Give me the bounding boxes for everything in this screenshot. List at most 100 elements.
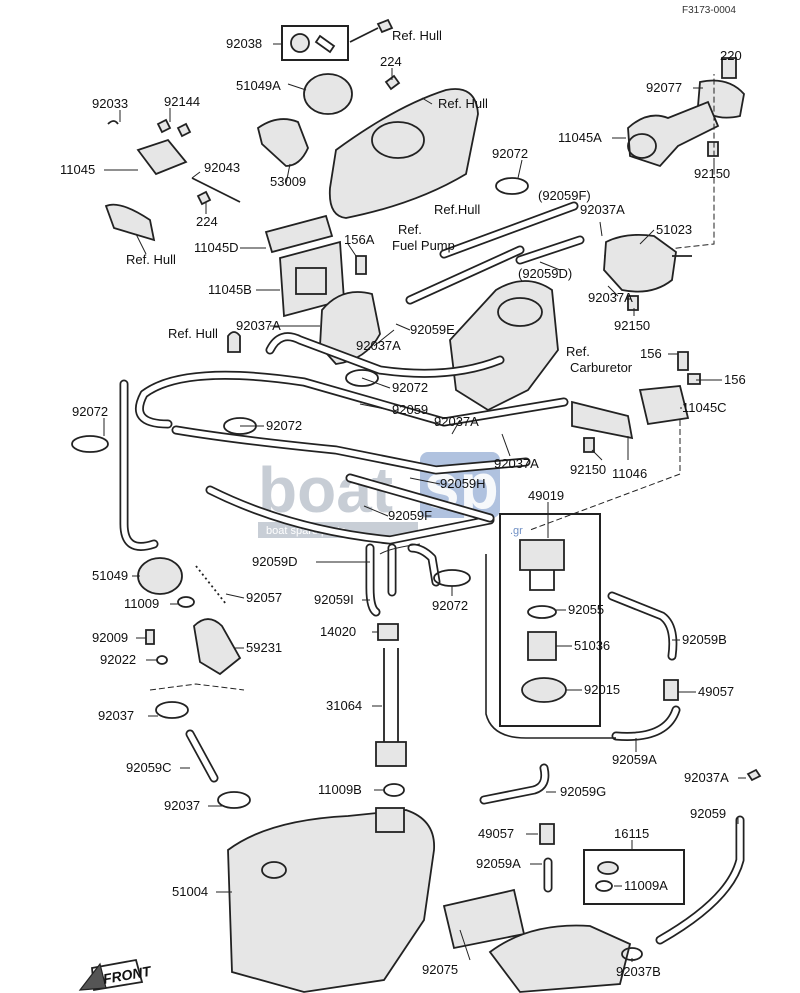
part-49019-head (519, 539, 565, 571)
part-49019-neck (529, 570, 555, 591)
leader-lines (103, 43, 746, 962)
part-92150-bolt-b (627, 295, 639, 311)
watermark-domain: .gr (510, 525, 523, 537)
label-53009: 53009 (270, 174, 306, 189)
part-59231-neck (193, 618, 242, 676)
label-156-a: 156 (640, 346, 662, 361)
label-92072-lower: 92072 (432, 598, 468, 613)
label-49057-b: 49057 (478, 826, 514, 841)
label-11045B: 11045B (208, 282, 252, 297)
label-49057-a: 49057 (698, 684, 734, 699)
label-51004: 51004 (172, 884, 208, 899)
part-92055-oring (527, 605, 557, 619)
part-92144-screw-b (176, 122, 192, 138)
part-11009-gasket (177, 596, 195, 608)
label-92055: 92055 (568, 602, 604, 617)
label-92037A-e: 92037A (434, 414, 479, 429)
part-92022-washer (156, 655, 168, 665)
hull-cowl (328, 88, 479, 219)
label-92150-b: 92150 (614, 318, 650, 333)
label-92059-center: 92059 (392, 402, 428, 417)
part-51023-pump (603, 233, 677, 293)
clamp-92072-d (495, 177, 529, 195)
part-16115-separator (488, 924, 632, 993)
part-11045B-window (295, 267, 327, 295)
label-92037A-b: 92037A (588, 290, 633, 305)
hull-cowl-opening (371, 121, 425, 159)
label-92072-center: 92072 (392, 380, 428, 395)
label-11045A: 11045A (558, 130, 602, 145)
part-11045D-gasket (264, 214, 334, 254)
label-92059F: 92059F (388, 508, 432, 523)
label-51049A: 51049A (236, 78, 281, 93)
part-11045C-bracket (638, 385, 690, 426)
hose-group-main (119, 201, 745, 945)
part-92057-chain (195, 565, 227, 605)
part-92038-clip (290, 33, 310, 53)
label-92037A-c: 92037A (236, 318, 281, 333)
label-11009A: 11009A (624, 878, 668, 893)
ref-hull-tank-top: Ref. Hull (438, 96, 488, 111)
part-224-screw-b (196, 190, 212, 206)
part-31064-float (375, 741, 407, 767)
carburetor-throat (497, 297, 543, 327)
label-11045C: 11045C (682, 400, 727, 415)
part-51004-cap-port (261, 861, 287, 879)
label-92059I: 92059I (314, 592, 354, 607)
label-92037A-f: 92037A (494, 456, 539, 471)
part-224-screw-top (384, 74, 401, 91)
label-92075: 92075 (422, 962, 458, 977)
label-59231: 59231 (246, 640, 282, 655)
label-31064: 31064 (326, 698, 362, 713)
part-51036-element (527, 631, 557, 661)
label-220: 220 (720, 48, 742, 63)
label-92059C: 92059C (126, 760, 172, 775)
label-92144: 92144 (164, 94, 200, 109)
label-11045: 11045 (60, 162, 95, 177)
label-224-top: 224 (380, 54, 402, 69)
label-51036: 51036 (574, 638, 610, 653)
part-49057-valve-b (539, 823, 555, 845)
part-92144-screw-a (156, 118, 172, 134)
part-51004-tank (227, 809, 435, 993)
label-92059F-paren: (92059F) (538, 188, 591, 203)
part-156A-bolt (355, 255, 367, 275)
figure-code: F3173-0004 (682, 5, 736, 16)
fuel-pump-ref (319, 291, 381, 365)
label-156A: 156A (344, 232, 375, 247)
ref-hull-left: Ref. Hull (126, 252, 176, 267)
label-49019: 49019 (528, 488, 564, 503)
dash-11045C-link (529, 420, 681, 531)
ref-fuel-pump-name: Fuel Pump (392, 238, 455, 253)
label-224-left: 224 (196, 214, 218, 229)
part-labels: 92038 51049A 224 53009 220 92077 11045A … (60, 36, 746, 979)
clamp-92037A-g (746, 768, 762, 782)
label-92037A-d: 92037A (356, 338, 401, 353)
label-92059A-a: 92059A (612, 752, 657, 767)
label-92037-a: 92037 (98, 708, 134, 723)
label-51049: 51049 (92, 568, 128, 583)
clamp-92037-b (217, 791, 251, 809)
label-92072-far-left: 92072 (72, 404, 108, 419)
label-92059D: 92059D (252, 554, 298, 569)
ref-fuel-pump-prefix: Ref. (398, 222, 422, 237)
part-11045A-elbow (627, 100, 720, 168)
part-16115-box (583, 849, 685, 905)
part-53009-bracket (256, 118, 309, 167)
label-11009: 11009 (124, 596, 159, 611)
label-92150-c: 92150 (570, 462, 606, 477)
part-92038-clip-b (314, 34, 336, 54)
clamp-92072-a (71, 435, 109, 453)
part-92009-screw (145, 629, 155, 645)
hose-92059B (607, 591, 678, 661)
lead-92038-ref (349, 27, 379, 43)
label-11046: 11046 (612, 466, 647, 481)
label-92059A-b: 92059A (476, 856, 521, 871)
part-14020-nut (377, 623, 399, 641)
part-16115-nut (597, 861, 619, 875)
label-92059D-paren: (92059D) (518, 266, 572, 281)
label-92038: 92038 (226, 36, 262, 51)
label-92057: 92057 (246, 590, 282, 605)
part-51004-neck (375, 807, 405, 833)
